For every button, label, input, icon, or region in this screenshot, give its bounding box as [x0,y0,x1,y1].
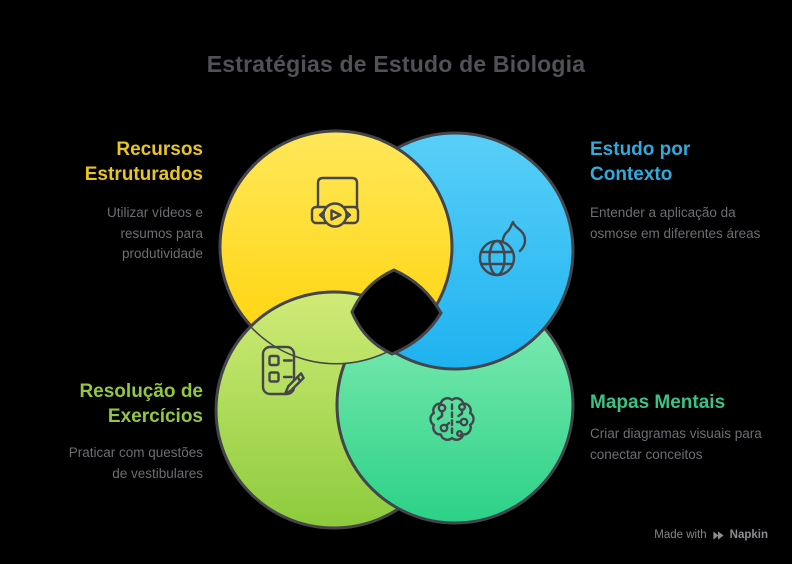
globe-flame-icon [478,220,527,277]
video-player-icon [310,176,360,228]
brain-circuit-icon [429,397,475,441]
quadrant-body: Criar diagramas visuais para conectar co… [590,426,762,462]
quadrant-body: Entender a aplicação da osmose em difere… [590,205,761,241]
napkin-logo-icon [713,530,724,540]
quadrant-recursos-estruturados: Recursos Estruturados Utilizar vídeos e … [13,137,203,265]
made-with-label: Made with [654,529,707,541]
quadrant-resolucao-de-exercicios: Resolução de Exercícios Praticar com que… [8,379,203,484]
checklist-pencil-icon [261,345,305,396]
quadrant-heading: Estudo por Contexto [590,139,691,185]
quadrant-heading: Mapas Mentais [590,392,726,413]
quadrant-estudo-por-contexto: Estudo por Contexto Entender a aplicação… [590,137,785,244]
quadrant-heading: Resolução de Exercícios [79,381,203,427]
quadrant-heading: Recursos Estruturados [84,139,203,185]
quadrant-body: Utilizar vídeos e resumos para produtivi… [106,205,203,261]
center-hole [350,268,443,356]
made-with-napkin-watermark: Made with Napkin [654,527,768,543]
quadrant-mapas-mentais: Mapas Mentais Criar diagramas visuais pa… [590,390,785,465]
quadrant-body: Praticar com questões de vestibulares [68,445,203,481]
page-title: Estratégias de Estudo de Biologia [206,51,586,77]
napkin-brand-label: Napkin [729,529,768,541]
